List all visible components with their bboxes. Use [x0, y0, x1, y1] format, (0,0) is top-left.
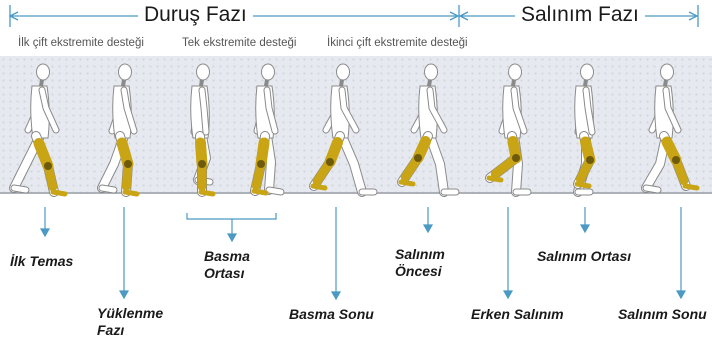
loading-response-label: Yüklenme Fazı — [97, 305, 163, 339]
loading-response-line1: Yüklenme — [97, 305, 163, 322]
walking-figure-icon — [102, 64, 137, 194]
knee-orthosis-icon — [254, 143, 266, 193]
knee-orthosis-icon — [39, 144, 65, 195]
knee-orthosis-icon — [198, 143, 213, 194]
initial-swing-text: Erken Salınım — [471, 306, 564, 322]
walking-figure-icon — [401, 64, 456, 192]
mid-stance-label: Basma Ortası — [204, 248, 250, 282]
pre-swing-line1: Salınım — [395, 246, 445, 263]
knee-orthosis-icon — [313, 143, 338, 189]
terminal-swing-label: Salınım Sonu — [618, 306, 707, 323]
loading-response-line2: Fazı — [97, 322, 163, 339]
pre-swing-label: Salınım Öncesi — [395, 246, 445, 280]
knee-orthosis-icon — [401, 142, 426, 185]
initial-contact-text: İlk Temas — [10, 253, 73, 269]
walking-figure-icon — [646, 64, 697, 190]
terminal-stance-label: Basma Sonu — [289, 306, 374, 323]
walking-figure-icon — [313, 64, 374, 192]
swing-phase-title: Salınım Fazı — [515, 3, 645, 27]
mid-swing-label: Salınım Ortası — [537, 248, 631, 265]
terminal-swing-text: Salınım Sonu — [618, 306, 707, 322]
mid-swing-text: Salınım Ortası — [537, 248, 631, 264]
stance-phase-title: Duruş Fazı — [138, 3, 253, 27]
initial-double-support-label: İlk çift ekstremite desteği — [18, 37, 144, 49]
terminal-double-support-label: İkinci çift ekstremite desteği — [327, 37, 468, 49]
walking-figure-icon — [191, 64, 213, 194]
knee-orthosis-icon — [667, 142, 697, 188]
initial-contact-label: İlk Temas — [10, 253, 73, 270]
walking-figure-icon — [254, 64, 281, 193]
knee-orthosis-icon — [122, 143, 137, 194]
walking-figure-icon — [489, 64, 528, 192]
terminal-stance-text: Basma Sonu — [289, 306, 374, 322]
pre-swing-line2: Öncesi — [395, 263, 445, 280]
single-support-label: Tek ekstremite desteği — [182, 37, 296, 49]
mid-stance-line1: Basma — [204, 248, 250, 265]
walking-figure-icon — [14, 64, 65, 194]
walking-figure-icon — [575, 64, 594, 192]
mid-stance-line2: Ortası — [204, 265, 250, 282]
initial-swing-label: Erken Salınım — [471, 306, 564, 323]
